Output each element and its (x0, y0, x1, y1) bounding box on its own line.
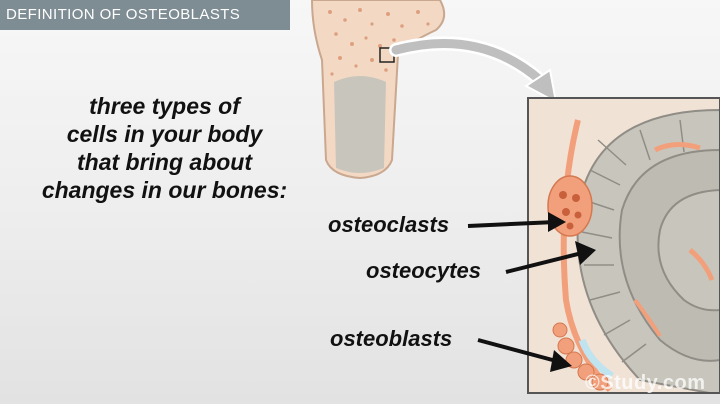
label-osteoblasts: osteoblasts (330, 326, 453, 351)
label-osteoclasts: osteoclasts (328, 212, 450, 237)
intro-text: three types of cells in your body that b… (22, 92, 307, 204)
header-title: DEFINITION OF OSTEOBLASTS (6, 6, 241, 23)
intro-line: that bring about (76, 149, 253, 175)
label-arrows (467, 212, 596, 372)
osteocytes-arrow (505, 241, 596, 274)
header-bar: DEFINITION OF OSTEOBLASTS (0, 0, 290, 30)
intro-line: three types of (89, 93, 240, 119)
osteoclasts-arrow (467, 212, 566, 232)
zoom-pointer-arrow (389, 36, 558, 104)
zoomed-bone-panel (527, 97, 720, 394)
femur-bone (310, 0, 446, 180)
watermark: ©Study.com (585, 372, 706, 394)
intro-line: cells in your body (66, 121, 263, 147)
label-osteocytes: osteocytes (366, 258, 481, 283)
intro-line: changes in our bones: (41, 177, 288, 203)
osteoblasts-arrow (477, 338, 572, 372)
